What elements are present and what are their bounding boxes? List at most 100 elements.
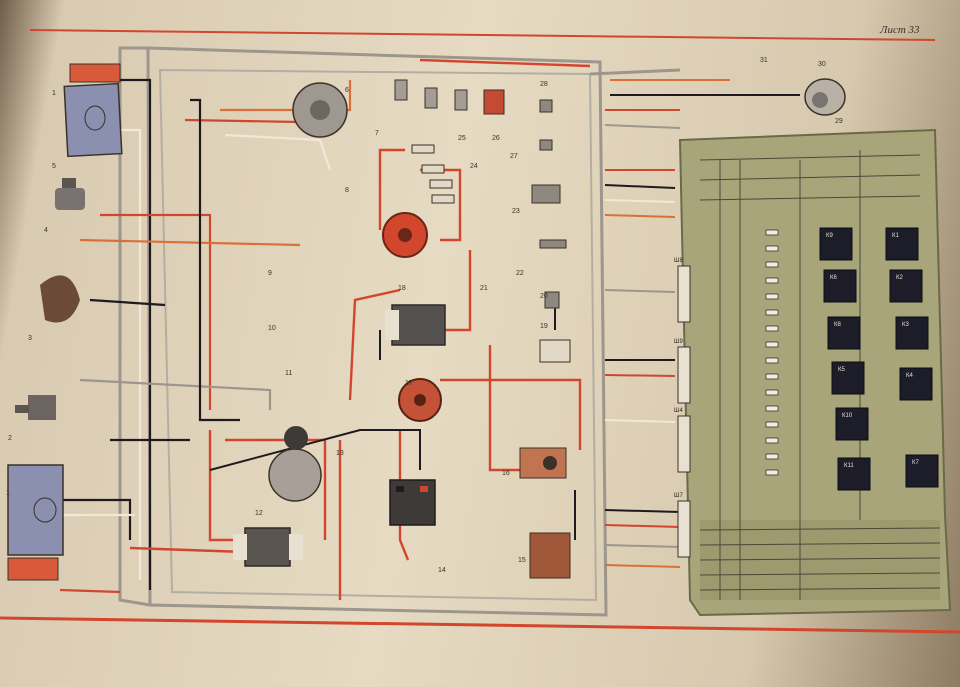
sensor-16 (519, 447, 567, 479)
callout-n16: 16 (502, 470, 510, 477)
connector-label-sh9: Ш9 (674, 339, 683, 345)
callout-n12: 12 (255, 510, 263, 517)
callout-n28: 28 (540, 81, 548, 88)
relay-label-k9: К9 (826, 233, 833, 239)
connector-label-sh8: Ш8 (674, 258, 683, 264)
callout-n11: 11 (285, 370, 292, 377)
callout-n20: 20 (540, 293, 548, 300)
headlamp-bottom-left (7, 464, 64, 581)
ignition-coil (398, 378, 442, 422)
horn-left (40, 275, 80, 323)
callout-n1a: 1 (52, 90, 56, 97)
fuse-13 (765, 421, 779, 428)
callout-n7: 7 (375, 130, 379, 137)
relay-k5 (831, 361, 865, 395)
callout-n27: 27 (510, 153, 518, 160)
starter-motor (268, 426, 322, 502)
callout-n5: 5 (52, 163, 56, 170)
sensor-row-top (394, 79, 505, 115)
fuse-2 (765, 245, 779, 252)
callout-n26: 26 (492, 135, 500, 142)
relay-k2 (889, 269, 923, 303)
callout-n10: 10 (268, 325, 276, 332)
fuse-10 (765, 373, 779, 380)
fuse-relay-block (678, 128, 952, 617)
spark-plugs (411, 144, 455, 204)
callout-n18: 18 (398, 285, 406, 292)
relay-label-k4: К4 (906, 373, 913, 379)
callout-n13: 13 (336, 450, 344, 457)
fuse-6 (765, 309, 779, 316)
right-harness (604, 79, 800, 568)
callout-n31: 31 (760, 57, 768, 64)
relay-k7 (905, 454, 939, 488)
relay-k8 (827, 316, 861, 350)
callout-n21: 21 (480, 285, 488, 292)
connector-block-sh4 (677, 415, 691, 473)
headlamp-top-left (63, 63, 123, 158)
fuse-14 (765, 437, 779, 444)
fuse-11 (765, 389, 779, 396)
alternator (292, 82, 348, 138)
relay-k11 (837, 457, 871, 491)
top-red-border (29, 29, 936, 41)
connector-label-sh4: Ш4 (674, 408, 683, 414)
callout-n17: 17 (405, 380, 413, 387)
connector-block-sh8 (677, 265, 691, 323)
relay-label-k11: К11 (844, 463, 854, 469)
callout-n25: 25 (458, 135, 466, 142)
ignition-switch (539, 339, 571, 363)
relay-k3 (895, 316, 929, 350)
callout-n30: 30 (818, 61, 826, 68)
relay-label-k7: К7 (912, 460, 919, 466)
relay-k4 (899, 367, 933, 401)
relay-label-k8: К8 (834, 322, 841, 328)
voltage-regulator (385, 304, 446, 346)
callout-n22: 22 (516, 270, 524, 277)
relay-k9 (819, 227, 853, 261)
bottom-red-border (0, 616, 960, 634)
fuse-9 (765, 357, 779, 364)
left-harness-wires (59, 78, 352, 594)
sheet-label: Лист 33 (880, 24, 920, 36)
relay-k6 (823, 269, 857, 303)
fuse-1 (765, 229, 779, 236)
relay-label-k1: К1 (892, 233, 899, 239)
sensor-upper-left (55, 178, 85, 210)
callout-n8: 8 (345, 187, 349, 194)
callout-n14: 14 (438, 567, 446, 574)
callout-n9: 9 (268, 270, 272, 277)
fan-motor (804, 78, 846, 116)
callout-n29: 29 (835, 118, 843, 125)
fuse-4 (765, 277, 779, 284)
fuse-5 (765, 293, 779, 300)
callout-n24: 24 (470, 163, 478, 170)
fuse-16 (765, 469, 779, 476)
relay-label-k5: К5 (838, 367, 845, 373)
connector-block-sh7 (677, 500, 691, 558)
fuse-12 (765, 405, 779, 412)
sensor-lower-left (15, 395, 56, 420)
callout-n19: 19 (540, 323, 548, 330)
relay-label-k3: К3 (902, 322, 909, 328)
callout-n4: 4 (44, 227, 48, 234)
fuse-15 (765, 453, 779, 460)
distributor (382, 212, 428, 258)
relay-k1 (885, 227, 919, 261)
relay-label-k10: К10 (842, 413, 853, 419)
battery (389, 479, 436, 526)
fuse-column (765, 229, 779, 476)
connector-label-sh7: Ш7 (674, 493, 683, 499)
callout-n6: 6 (345, 87, 349, 94)
callout-n23: 23 (512, 208, 520, 215)
connector-block-sh9 (677, 346, 691, 404)
relay-module-12 (233, 527, 303, 567)
fuse-8 (765, 341, 779, 348)
fuse-3 (765, 261, 779, 268)
callout-n15: 15 (518, 557, 526, 564)
callout-n3: 3 (28, 335, 32, 342)
